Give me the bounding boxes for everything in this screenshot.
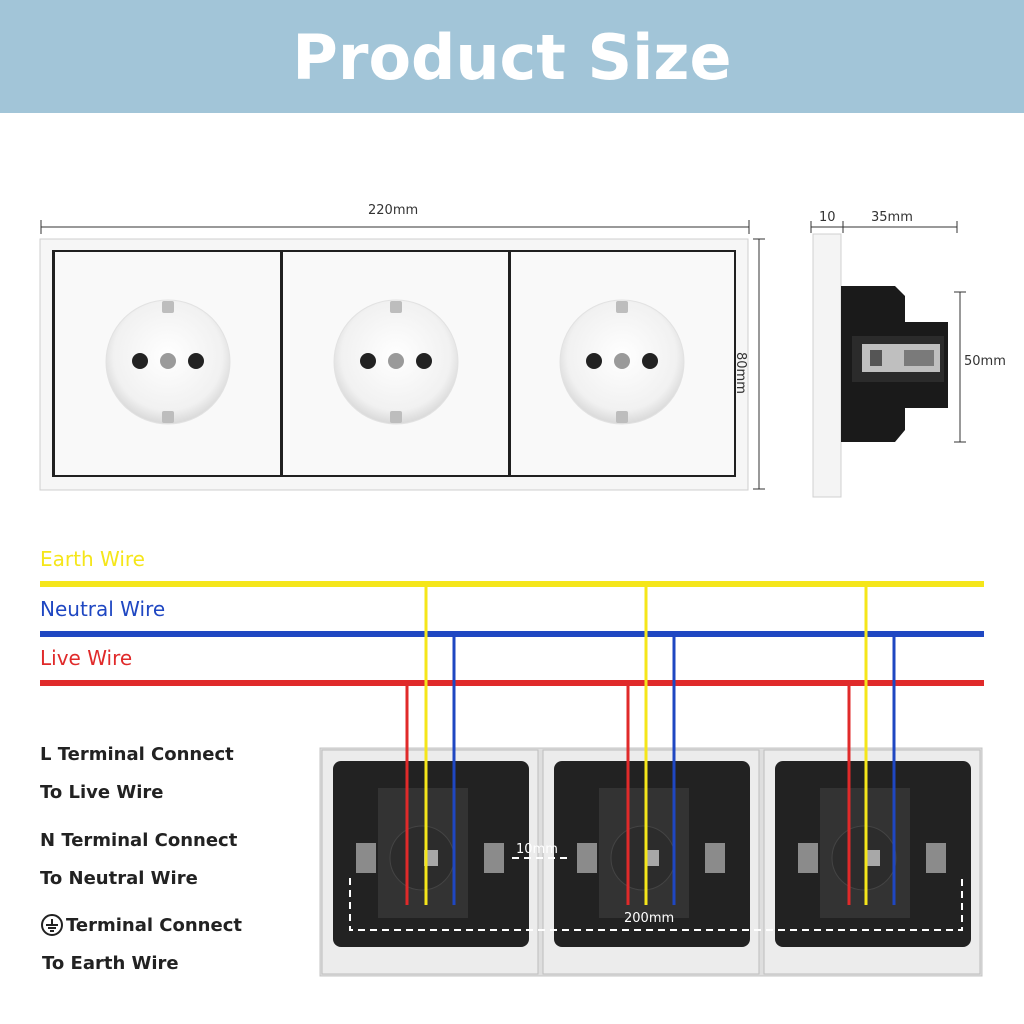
body-depth-label: 35mm xyxy=(871,210,913,225)
l-terminal-line2: To Live Wire xyxy=(40,782,164,803)
spacing-label: 200mm xyxy=(624,911,675,926)
n-terminal-line1: N Terminal Connect xyxy=(40,830,238,851)
back-module-1 xyxy=(321,749,539,975)
neutral-wire-label: Neutral Wire xyxy=(40,597,166,621)
front-view-plate xyxy=(39,238,749,491)
body-height-label: 50mm xyxy=(964,354,1006,369)
wire-bus xyxy=(40,581,984,686)
back-module-2 xyxy=(542,749,760,975)
earth-symbol-icon xyxy=(41,914,63,936)
page-title: Product Size xyxy=(292,21,732,94)
height-label: 80mm xyxy=(733,352,748,394)
spacing-dashed-outline xyxy=(349,857,963,931)
socket-frame-3 xyxy=(511,252,734,475)
width-label: 220mm xyxy=(368,203,419,218)
plate-depth-label: 10 xyxy=(819,210,836,225)
drop-wires xyxy=(405,584,896,905)
height-dimension-line xyxy=(753,238,765,490)
n-terminal-line2: To Neutral Wire xyxy=(40,868,198,889)
socket-frame-1 xyxy=(55,252,280,475)
earth-terminal-line1: Terminal Connect xyxy=(66,915,242,936)
header-banner: Product Size xyxy=(0,0,1024,113)
width-dimension-line xyxy=(40,220,750,234)
side-view xyxy=(810,221,966,498)
gap-label: 10mm xyxy=(516,842,558,857)
back-module-3 xyxy=(763,749,981,975)
l-terminal-line1: L Terminal Connect xyxy=(40,744,234,765)
earth-wire-label: Earth Wire xyxy=(40,547,145,571)
live-wire-label: Live Wire xyxy=(40,646,133,670)
back-view xyxy=(319,747,983,977)
socket-frame-2 xyxy=(283,252,508,475)
earth-terminal-line2: To Earth Wire xyxy=(42,953,179,974)
